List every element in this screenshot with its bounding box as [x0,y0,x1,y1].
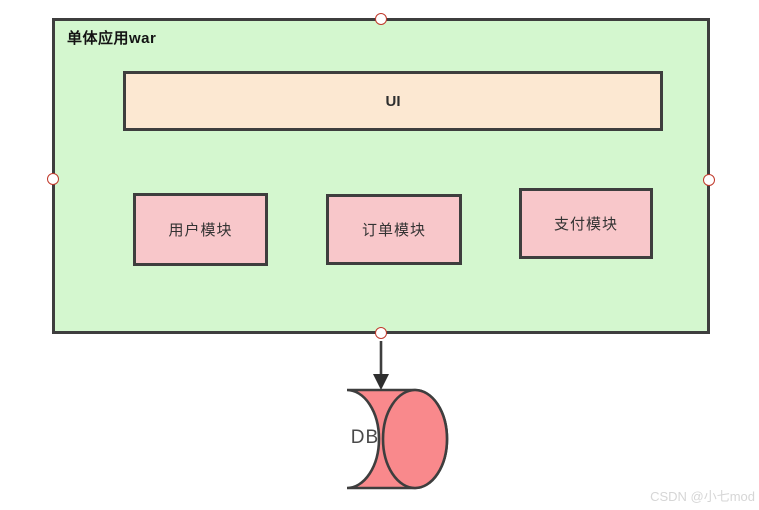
cylinder-cap [381,388,449,490]
ui-layer-label: UI [385,92,401,110]
ui-layer-shape[interactable]: UI [123,71,663,131]
csdn-watermark: CSDN @小七mod [650,489,755,504]
down-arrow-connector [373,341,389,390]
database-label: DB [350,427,380,448]
arrowhead-icon [373,374,389,390]
monolith-war-shape[interactable]: 单体应用war [52,18,710,334]
monolith-war-label: 单体应用war [67,30,157,47]
resize-handle-left[interactable] [47,173,59,185]
order-module-shape[interactable]: 订单模块 [326,194,462,265]
payment-module-shape[interactable]: 支付模块 [519,188,653,259]
user-module-label: 用户模块 [168,222,233,239]
resize-handle-right[interactable] [703,174,715,186]
order-module-label: 订单模块 [361,222,426,239]
payment-module-label: 支付模块 [553,216,618,233]
user-module-shape[interactable]: 用户模块 [133,193,268,266]
resize-handle-bottom[interactable] [375,327,387,339]
database-cylinder-shape[interactable] [310,384,452,494]
resize-handle-top[interactable] [375,13,387,25]
